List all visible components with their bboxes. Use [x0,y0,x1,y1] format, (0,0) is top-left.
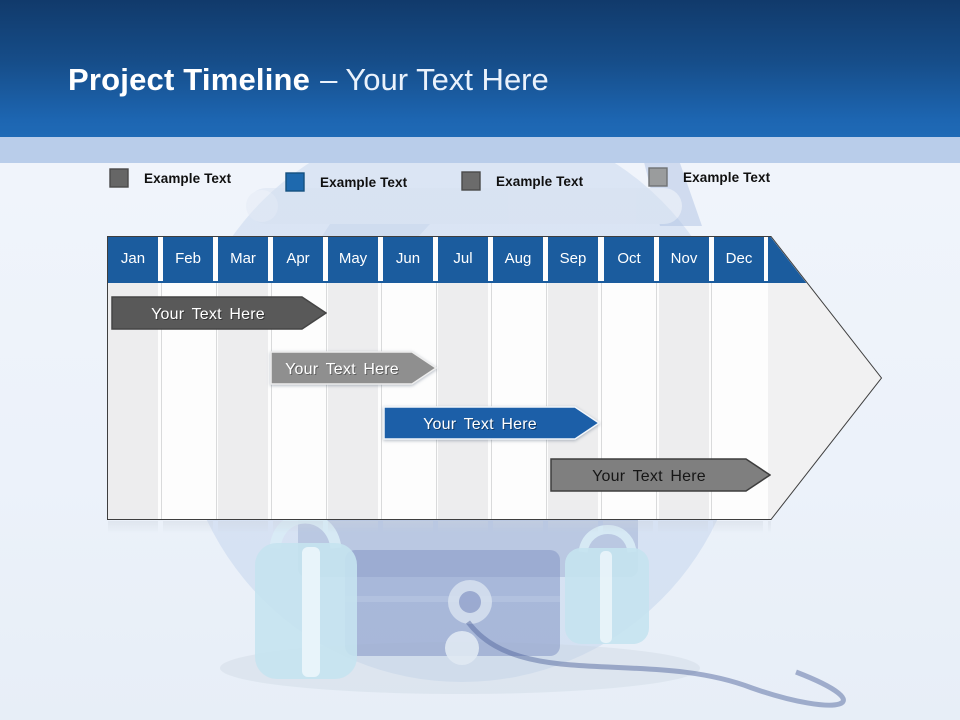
timeline-chart: Jan Feb Mar Apr May Jun Jul Aug Sep Oct … [107,236,887,520]
task-bar-2: Your Text Here Your Text Here [270,351,437,385]
task-bar-label-shadow: Your Text Here [152,307,266,324]
grid-line [161,282,162,519]
month-header-jul: Jul [438,237,488,281]
task-bar-label: Your Text Here [592,468,706,485]
legend-label: Example Text [144,170,232,186]
month-header-aug: Aug [493,237,543,281]
month-stripe [438,282,488,519]
legend-item-4: Example Text [648,167,770,187]
legend-swatch-icon [285,172,305,192]
title-band-accent-strip [0,137,960,163]
legend-item-2: Example Text [285,172,407,192]
timeline-grid: Jan Feb Mar Apr May Jun Jul Aug Sep Oct … [108,237,880,519]
task-bar-3: Your Text Here Your Text Here [383,406,600,440]
task-bar-4: Your Text Here [550,458,771,492]
legend-label: Example Text [683,169,771,185]
month-header-dec: Dec [714,237,764,281]
grid-line [381,282,382,519]
month-header-jun: Jun [383,237,433,281]
month-header-underline [108,280,820,283]
month-header-mar: Mar [218,237,268,281]
task-bar-label-shadow: Your Text Here [424,417,538,434]
month-stripe [328,282,378,519]
task-bar-label: Your Text Here [285,361,399,378]
grid-line [271,282,272,519]
grid-line [216,282,217,519]
page-title: Project Timeline – Your Text Here [68,62,549,98]
month-header-apr: Apr [273,237,323,281]
task-bar-label-shadow: Your Text Here [286,362,400,379]
month-header-may: May [328,237,378,281]
month-header-nov: Nov [659,237,709,281]
month-header-sep: Sep [548,237,598,281]
task-bar-1: Your Text Here Your Text Here [111,296,327,330]
chart-reflection [108,521,771,533]
legend-label: Example Text [496,173,584,189]
grid-line [491,282,492,519]
month-header-oct: Oct [604,237,654,281]
title-subtitle: – Your Text Here [320,62,549,97]
title-band: Project Timeline – Your Text Here [0,0,960,137]
grid-line [711,282,712,519]
legend-label: Example Text [320,174,408,190]
month-header-feb: Feb [163,237,213,281]
grid-line [436,282,437,519]
legend-swatch-icon [109,168,129,188]
month-header-jan: Jan [108,237,158,281]
title-main: Project Timeline [68,62,311,97]
grid-line [601,282,602,519]
task-bar-label: Your Text Here [423,416,537,433]
task-bar-label: Your Text Here [151,306,265,323]
grid-line [656,282,657,519]
grid-line [546,282,547,519]
legend-item-3: Example Text [461,171,583,191]
grid-line [326,282,327,519]
legend-item-1: Example Text [109,168,231,188]
legend-swatch-icon [461,171,481,191]
legend-swatch-icon [648,167,668,187]
